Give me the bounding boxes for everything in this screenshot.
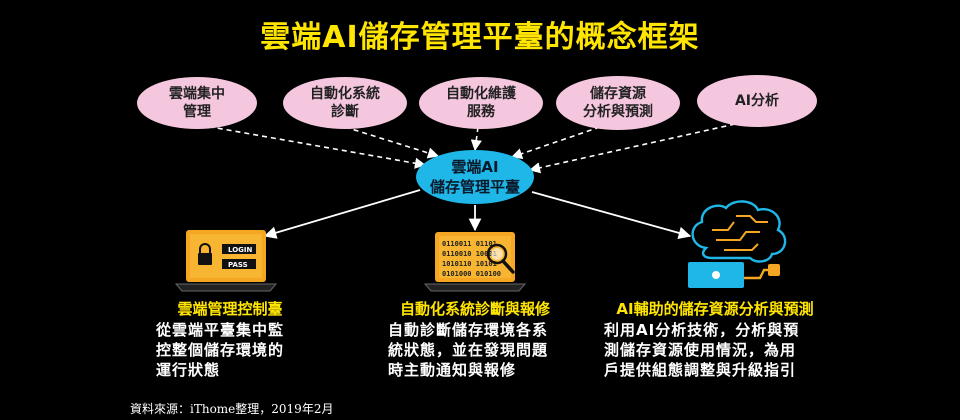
dashed-arrows [199,123,736,174]
node-ai-analysis: AI分析 [697,75,817,127]
diagnosis-laptop-icon: 0110011 01101 0110010 10001 1010110 1010… [423,232,527,292]
desc-line: 測儲存資源使用情況，為用 [604,341,797,359]
arrow-node2-hub [344,126,440,159]
binary-line: 0101000 010100 [442,270,501,278]
source-note: 資料來源：iThome整理，2019年2月 [130,402,334,416]
node-label-line1: 自動化系統 [310,86,380,102]
magnifier-icon [486,243,508,265]
section-desc-console: 從雲端平臺集中監 控整個儲存環境的 運行狀態 [156,320,316,380]
node-label-line2: 診斷 [331,104,359,120]
desc-line: 從雲端平臺集中監 [156,321,285,339]
binary-line: 1010110 10101 [442,260,497,268]
login-laptop-icon: LOGIN PASS [174,230,278,292]
node-label-line1: 雲端集中 [169,86,225,102]
section-title-console: 雲端管理控制臺 [177,300,283,318]
node-label-line1: AI分析 [734,93,780,109]
node-auto-maintenance: 自動化維護服務 [419,77,543,129]
binary-line: 0110010 10001 [442,250,497,258]
desc-line: 控整個儲存環境的 [156,341,285,359]
section-title-diagnosis: 自動化系統診斷與報修 [399,300,550,318]
desc-line: 運行狀態 [156,361,221,379]
binary-line: 0110011 01101 [442,240,497,248]
desc-line: 統狀態，並在發現問題 [388,341,549,359]
node-cloud-management: 雲端集中管理 [137,77,257,129]
login-label: LOGIN [228,246,253,254]
page-title: 雲端AI儲存管理平臺的概念框架 [260,20,700,55]
arrow-hub-right [531,191,692,240]
arrow-node1-hub [199,124,427,169]
pass-label: PASS [228,261,248,269]
arrow-node3-hub [470,126,482,152]
section-desc-diagnosis: 自動診斷儲存環境各系 統狀態，並在發現問題 時主動通知與報修 [388,320,588,380]
desc-line: 時主動通知與報修 [388,361,517,379]
hub-label-line2: 儲存管理平臺 [429,178,520,196]
node-label-line2: 服務 [467,104,495,120]
node-auto-diagnosis: 自動化系統診斷 [283,77,407,129]
node-storage-analysis: 儲存資源分析與預測 [556,76,680,130]
node-label-line1: 儲存資源 [590,86,646,102]
node-label-line2: 分析與預測 [583,104,653,120]
padlock-icon [198,253,212,265]
ai-brain-icon [688,200,787,288]
node-label-line2: 管理 [183,104,211,120]
arrow-node5-hub [528,123,736,174]
node-label-line1: 自動化維護 [446,86,516,102]
arrow-node4-hub [510,126,601,160]
solid-arrows [263,189,692,240]
arrow-hub-left [263,189,421,239]
hub-label-line1: 雲端AI [451,158,499,176]
section-desc-ai-analysis: 利用AI分析技術，分析與預 測儲存資源使用情況，為用 戶提供組態調整與升級指引 [604,320,844,380]
desc-line: 自動診斷儲存環境各系 [388,321,549,339]
desc-line: 利用AI分析技術，分析與預 [604,321,800,339]
section-title-ai-analysis: AI輔助的儲存資源分析與預測 [616,300,814,318]
hub-node: 雲端AI 儲存管理平臺 [416,150,534,204]
desc-line: 戶提供組態調整與升級指引 [604,361,797,379]
